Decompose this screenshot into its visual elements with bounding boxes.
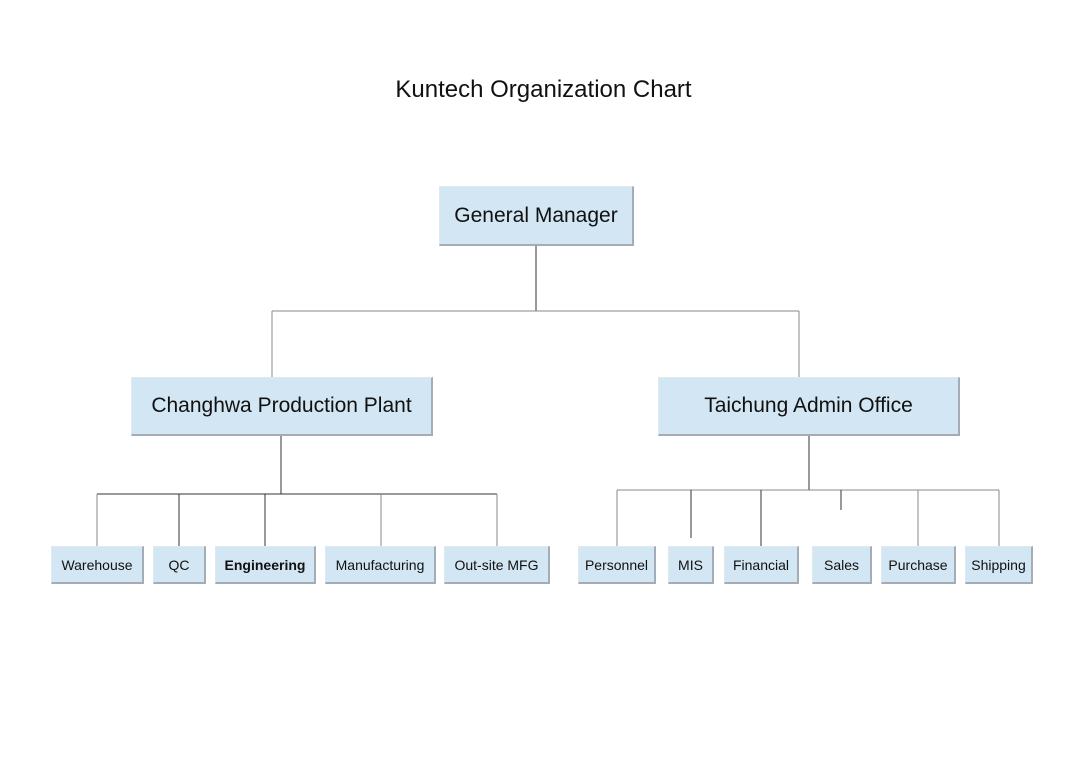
- node-label: Warehouse: [61, 556, 133, 573]
- node-changhwa-production-plant: Changhwa Production Plant: [131, 377, 433, 436]
- node-financial: Financial: [724, 546, 799, 584]
- node-label: MIS: [678, 556, 703, 573]
- node-label: Purchase: [888, 556, 948, 573]
- node-label: Taichung Admin Office: [704, 394, 913, 417]
- node-label: Shipping: [971, 556, 1026, 573]
- node-label: Manufacturing: [335, 556, 425, 573]
- node-warehouse: Warehouse: [51, 546, 144, 584]
- node-label: Sales: [823, 556, 860, 573]
- node-label: Out-site MFG: [454, 556, 539, 573]
- chart-title: Kuntech Organization Chart: [395, 76, 692, 103]
- node-qc: QC: [153, 546, 206, 584]
- node-purchase: Purchase: [881, 546, 956, 584]
- node-shipping: Shipping: [965, 546, 1033, 584]
- node-label: Financial: [732, 556, 790, 573]
- node-out-site-mfg: Out-site MFG: [444, 546, 550, 584]
- node-taichung-admin-office: Taichung Admin Office: [658, 377, 960, 436]
- node-engineering: Engineering: [215, 546, 316, 584]
- node-label: Personnel: [584, 556, 649, 573]
- node-label: Changhwa Production Plant: [151, 394, 412, 417]
- node-mis: MIS: [668, 546, 714, 584]
- node-personnel: Personnel: [578, 546, 656, 584]
- node-label: General Manager: [454, 203, 618, 227]
- node-label: QC: [168, 556, 190, 573]
- node-sales: Sales: [812, 546, 872, 584]
- node-general-manager: General Manager: [439, 186, 634, 246]
- node-manufacturing: Manufacturing: [325, 546, 436, 584]
- node-label: Engineering: [224, 556, 306, 573]
